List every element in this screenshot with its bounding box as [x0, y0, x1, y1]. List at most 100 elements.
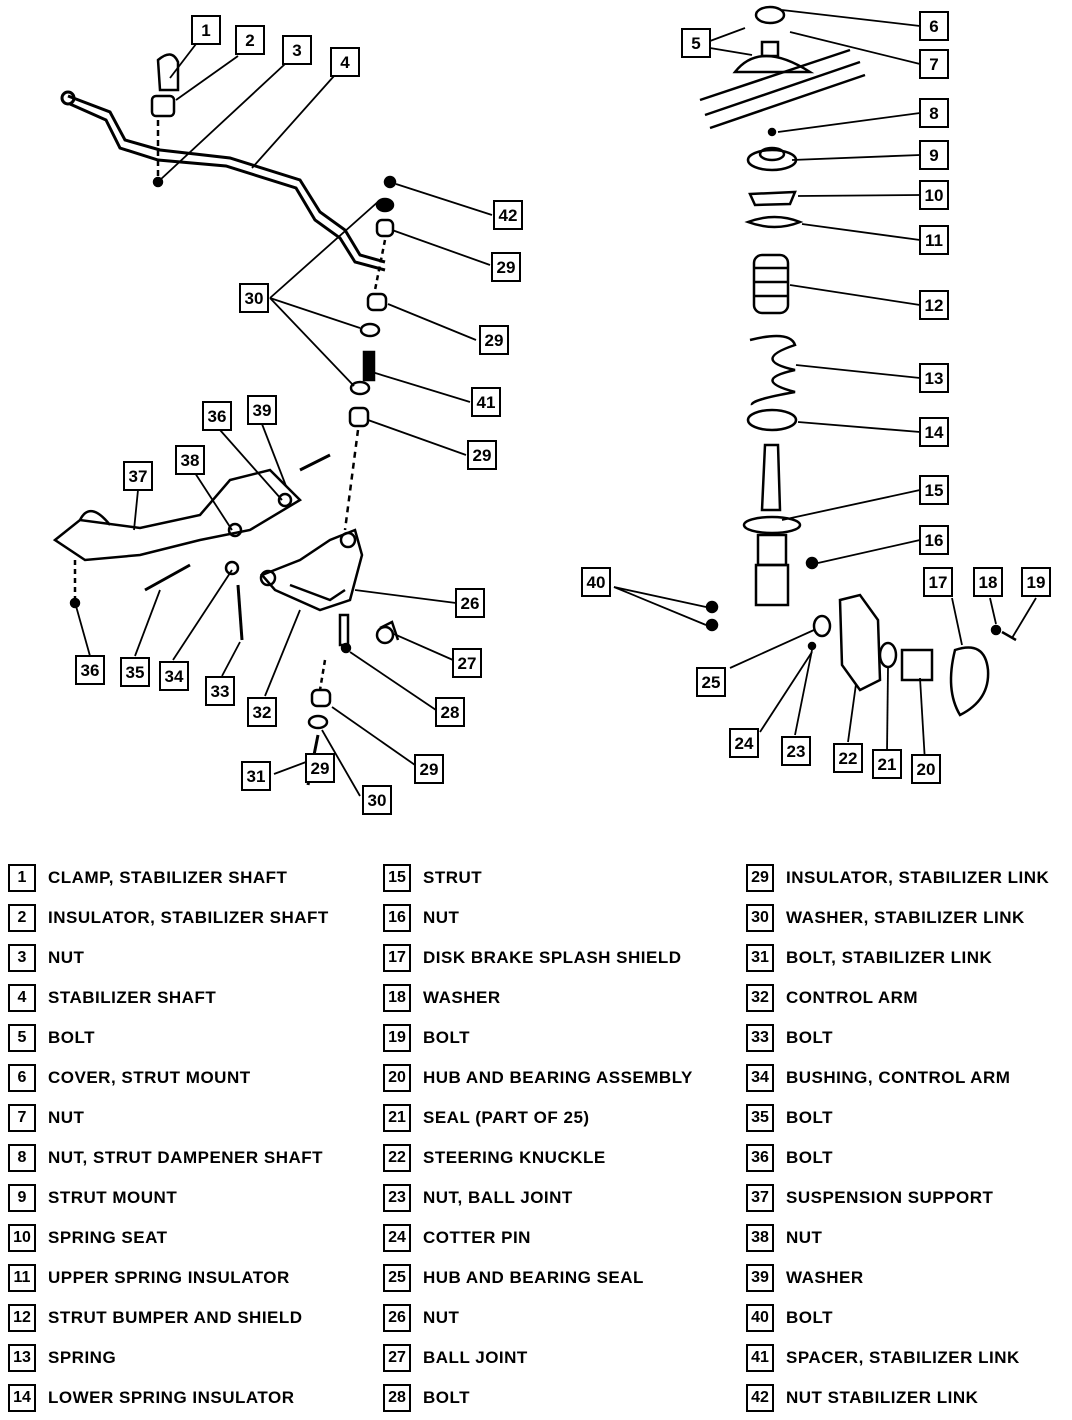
- legend-item: 17 DISK BRAKE SPLASH SHIELD: [383, 938, 723, 978]
- callout: 25: [696, 667, 726, 697]
- callout: 36: [75, 655, 105, 685]
- legend-label: HUB AND BEARING ASSEMBLY: [423, 1068, 693, 1087]
- legend-label: SPACER, STABILIZER LINK: [786, 1348, 1020, 1367]
- legend-label: NUT: [48, 1108, 85, 1127]
- callout-label: 28: [441, 703, 460, 722]
- legend-label: NUT STABILIZER LINK: [786, 1388, 979, 1407]
- callout: 29: [479, 325, 509, 355]
- callout: 33: [205, 676, 235, 706]
- callout-label: 9: [929, 146, 938, 165]
- callout: 3: [282, 35, 312, 65]
- callout-label: 27: [458, 654, 477, 673]
- legend-item: 11 UPPER SPRING INSULATOR: [8, 1258, 348, 1298]
- callout-label: 18: [979, 573, 998, 592]
- legend-label: DISK BRAKE SPLASH SHIELD: [423, 948, 682, 967]
- legend-label: CLAMP, STABILIZER SHAFT: [48, 868, 288, 887]
- callout-label: 11: [925, 231, 943, 250]
- legend-label: WASHER: [786, 1268, 864, 1287]
- stabilizer-link-stack-drawing: [343, 175, 397, 531]
- legend-label: STRUT MOUNT: [48, 1188, 178, 1207]
- legend-number: 30: [746, 904, 774, 932]
- legend-label: STRUT: [423, 868, 483, 887]
- legend-number: 24: [383, 1224, 411, 1252]
- callout: 5: [681, 28, 711, 58]
- stabilizer-shaft-drawing: [60, 90, 386, 272]
- callout: 29: [414, 754, 444, 784]
- legend-number: 5: [8, 1024, 36, 1052]
- legend-number: 37: [746, 1184, 774, 1212]
- suspension-support-drawing: [52, 453, 331, 609]
- legend-label: BOLT, STABILIZER LINK: [786, 948, 993, 967]
- callout: 22: [833, 743, 863, 773]
- legend-number: 21: [383, 1104, 411, 1132]
- callout: 40: [581, 567, 611, 597]
- callout: 35: [120, 657, 150, 687]
- callout-label: 39: [253, 401, 272, 420]
- callout: 13: [919, 363, 949, 393]
- callout: 1: [191, 15, 221, 45]
- callout: 27: [452, 648, 482, 678]
- legend-label: BOLT: [786, 1028, 834, 1047]
- control-arm-drawing: [224, 528, 364, 786]
- callout-label: 5: [691, 34, 700, 53]
- legend-number: 11: [8, 1264, 36, 1292]
- legend-label: SPRING SEAT: [48, 1228, 168, 1247]
- callout-label: 36: [208, 407, 227, 426]
- callout-label: 15: [925, 481, 944, 500]
- legend-label: NUT: [786, 1228, 823, 1247]
- legend-number: 29: [746, 864, 774, 892]
- legend-number: 20: [383, 1064, 411, 1092]
- callout-label: 37: [129, 467, 148, 486]
- legend-number: 19: [383, 1024, 411, 1052]
- legend-number: 3: [8, 944, 36, 972]
- callout-label: 25: [702, 673, 721, 692]
- legend-item: 42 NUT STABILIZER LINK: [746, 1378, 1072, 1418]
- legend-item: 10 SPRING SEAT: [8, 1218, 348, 1258]
- legend-label: WASHER: [423, 988, 501, 1007]
- callout: 21: [872, 749, 902, 779]
- callout: 29: [467, 440, 497, 470]
- legend-number: 23: [383, 1184, 411, 1212]
- callout: 20: [911, 754, 941, 784]
- legend-number: 17: [383, 944, 411, 972]
- legend-item: 20 HUB AND BEARING ASSEMBLY: [383, 1058, 723, 1098]
- legend-label: UPPER SPRING INSULATOR: [48, 1268, 290, 1287]
- legend-label: SEAL (PART OF 25): [423, 1108, 590, 1127]
- callout: 30: [362, 785, 392, 815]
- strut-mount-cover-drawing: [699, 5, 866, 130]
- legend-label: BOLT: [423, 1028, 471, 1047]
- callout-label: 1: [201, 21, 210, 40]
- callout-label: 4: [340, 53, 350, 72]
- legend-number: 33: [746, 1024, 774, 1052]
- legend-number: 14: [8, 1384, 36, 1412]
- legend-number: 12: [8, 1304, 36, 1332]
- legend-number: 38: [746, 1224, 774, 1252]
- legend-item: 38 NUT: [746, 1218, 1072, 1258]
- legend-number: 34: [746, 1064, 774, 1092]
- callout: 31: [241, 761, 271, 791]
- callout: 7: [919, 49, 949, 79]
- legend-number: 10: [8, 1224, 36, 1252]
- legend-label: SPRING: [48, 1348, 117, 1367]
- legend-number: 7: [8, 1104, 36, 1132]
- legend-number: 9: [8, 1184, 36, 1212]
- callout-label: 7: [929, 55, 938, 74]
- callout: 9: [919, 140, 949, 170]
- callout: 16: [919, 525, 949, 555]
- legend-number: 39: [746, 1264, 774, 1292]
- callout-label: 12: [925, 296, 944, 315]
- legend-number: 42: [746, 1384, 774, 1412]
